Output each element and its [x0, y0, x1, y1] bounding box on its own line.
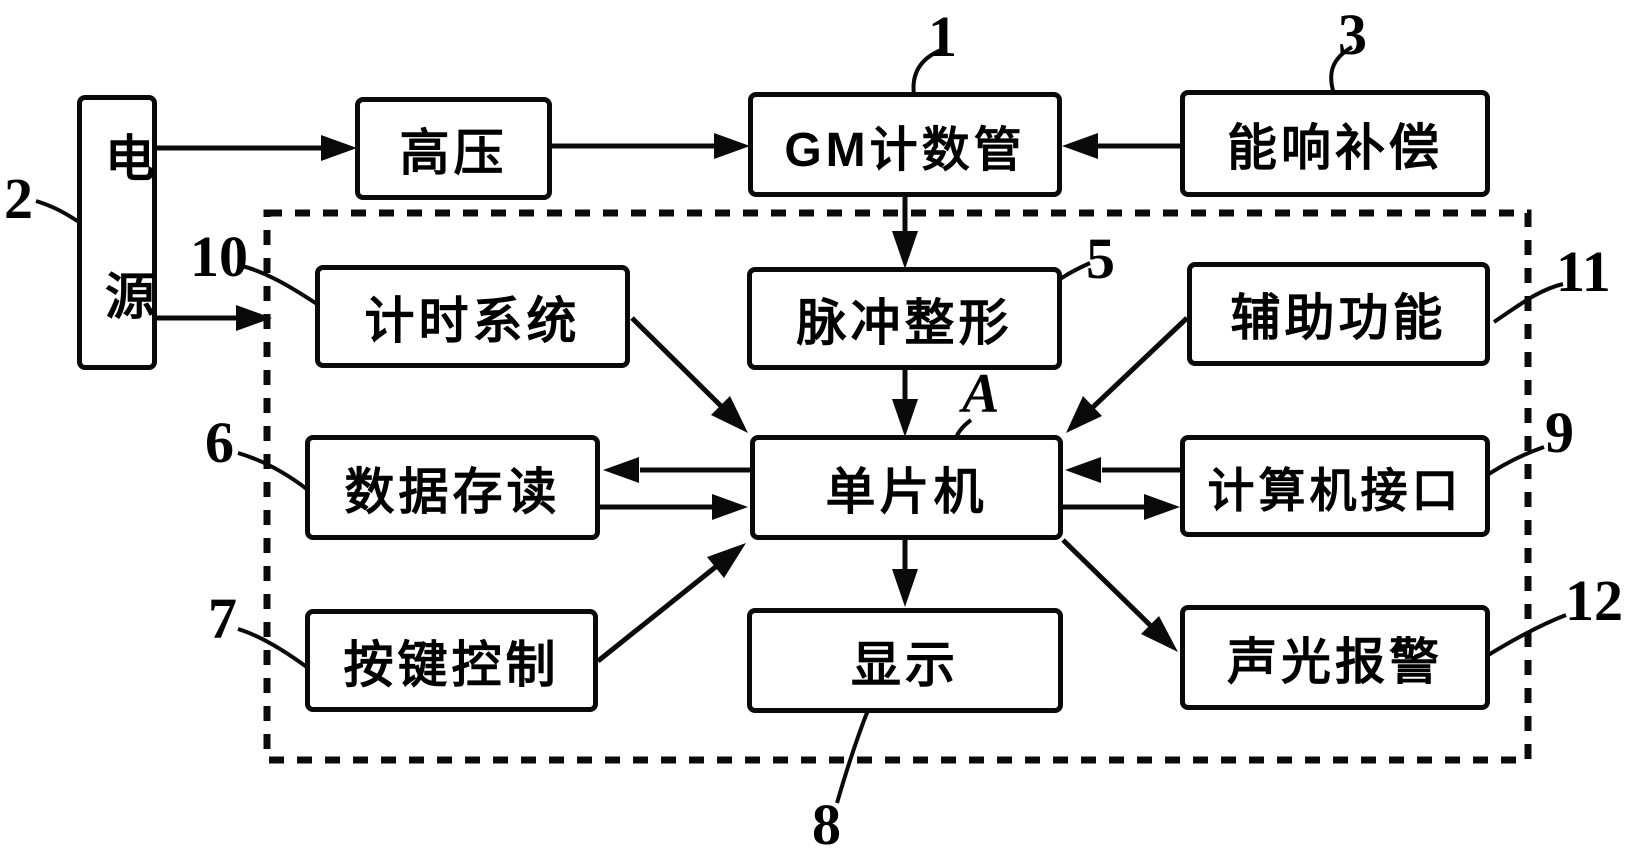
ref-label-key-control: 7	[208, 586, 237, 651]
block-computer-interface: 计算机接口	[1180, 435, 1490, 537]
ref-label-display: 8	[812, 792, 841, 849]
ref-label-gm-tube: 1	[928, 4, 957, 69]
block-auxiliary-functions: 辅助功能	[1187, 262, 1490, 366]
ref-label-pulse-shaping: 5	[1086, 226, 1115, 291]
ref-label-auxiliary-functions: 11	[1556, 239, 1611, 304]
block-power: 电源	[77, 95, 157, 408]
block-data-storage-read: 数据存读	[305, 435, 600, 540]
block-sound-light-alarm: 声光报警	[1180, 605, 1490, 710]
ref-label-energy-compensation: 3	[1338, 2, 1367, 67]
block-high-voltage: 高压	[355, 97, 552, 200]
block-timing-system: 计时系统	[315, 265, 630, 368]
ref-label-timing-system: 10	[190, 224, 248, 289]
block-key-control: 按键控制	[305, 609, 598, 712]
block-energy-response-compensation: 能响补偿	[1180, 90, 1490, 197]
ref-label-mcu: A	[962, 363, 1000, 425]
block-display: 显示	[747, 608, 1063, 713]
ref-label-computer-interface: 9	[1545, 400, 1574, 465]
block-pulse-shaping: 脉冲整形	[747, 267, 1062, 370]
ref-label-alarm: 12	[1565, 568, 1623, 633]
block-microcontroller: 单片机	[750, 435, 1063, 540]
ref-label-power: 2	[4, 166, 33, 231]
dashed-module-frame	[263, 209, 1532, 764]
ref-label-data-storage: 6	[205, 410, 234, 475]
block-gm-counter-tube: GM计数管	[748, 92, 1062, 197]
